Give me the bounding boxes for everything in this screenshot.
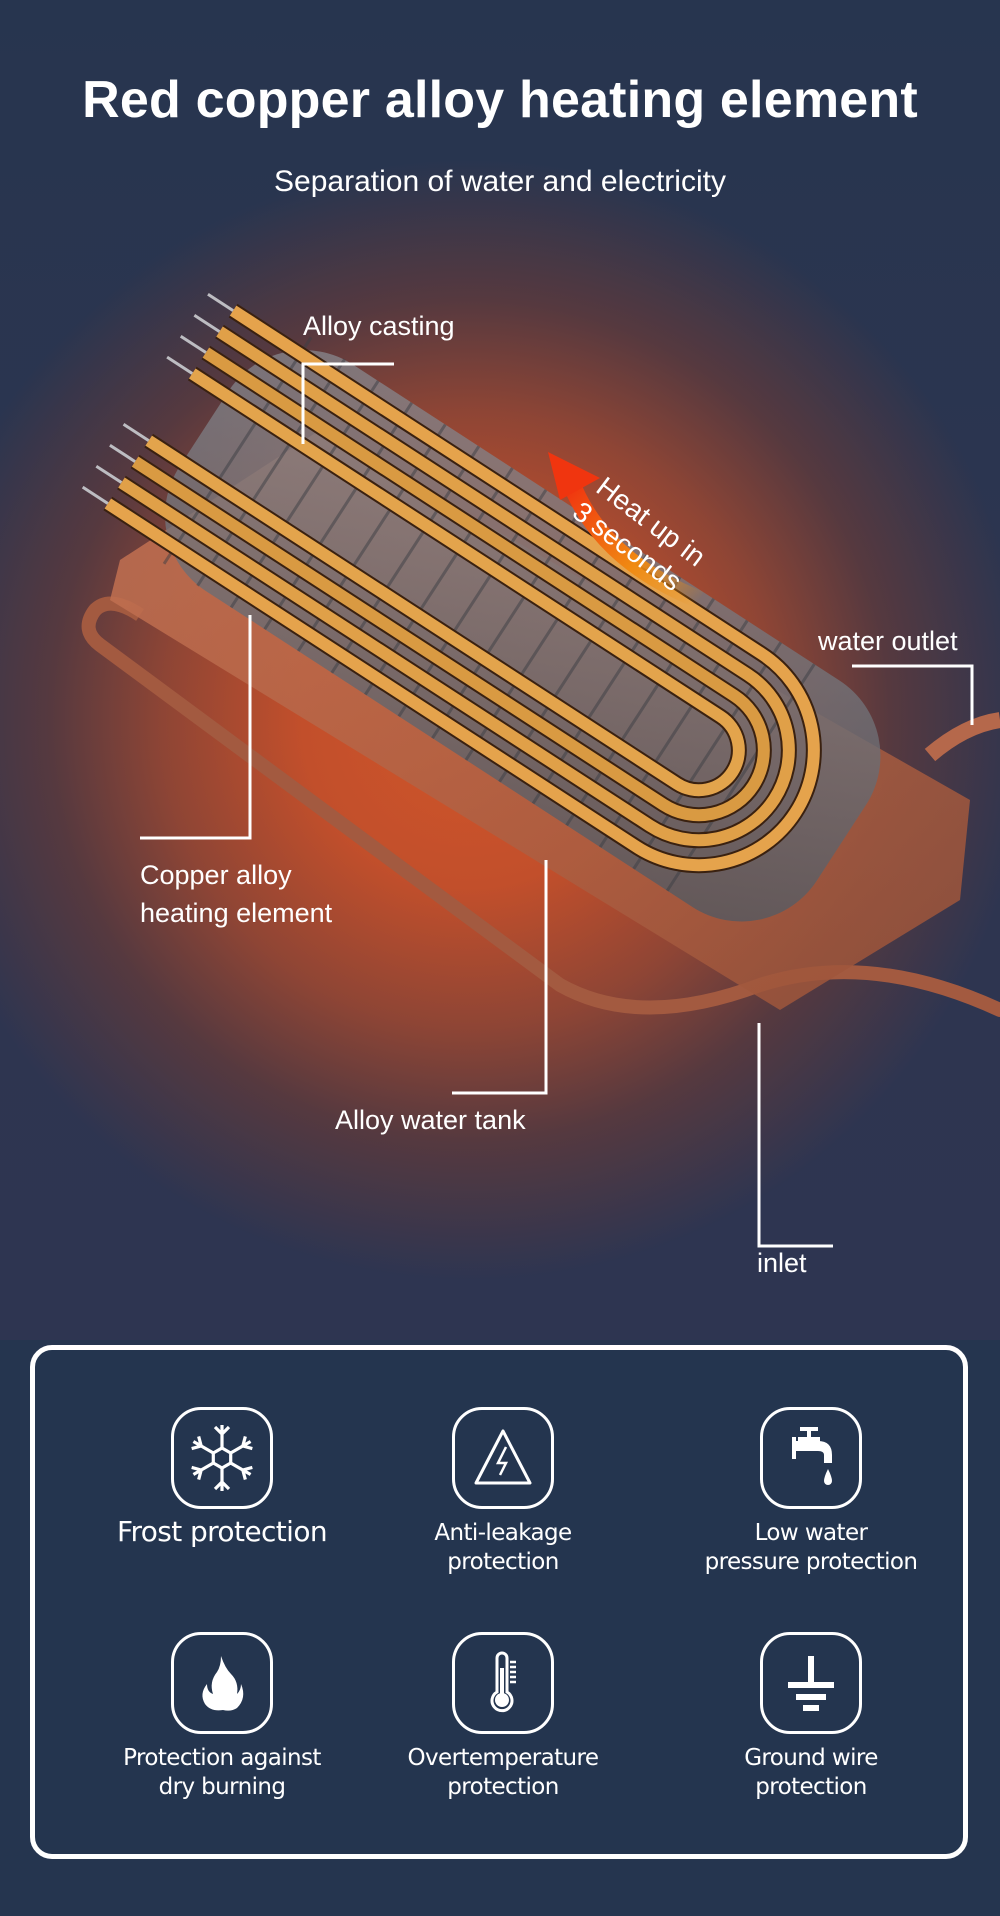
flame-icon — [171, 1632, 273, 1734]
page-subtitle: Separation of water and electricity — [274, 165, 726, 198]
callout-heating-element-line2: heating element — [140, 898, 333, 928]
callout-water-tank: Alloy water tank — [335, 1105, 526, 1135]
feature-ground-wire: Ground wire protection — [661, 1632, 961, 1802]
features-panel: Frost protection Anti-leakage protection — [30, 1345, 968, 1859]
callout-heating-element-line1: Copper alloy — [140, 860, 292, 890]
callout-water-outlet: water outlet — [818, 626, 958, 656]
page-title: Red copper alloy heating element — [82, 71, 918, 129]
callout-heating-element: Copper alloy heating element — [140, 856, 332, 932]
callout-inlet: inlet — [757, 1248, 807, 1278]
feature-label: Frost protection — [117, 1515, 328, 1548]
feature-label: Overtemperature protection — [407, 1745, 600, 1800]
feature-anti-leakage: Anti-leakage protection — [353, 1407, 653, 1577]
ground-icon — [760, 1632, 862, 1734]
feature-overtemperature: Overtemperature protection — [353, 1632, 653, 1802]
water-tap-icon — [760, 1407, 862, 1509]
feature-label: Ground wire protection — [744, 1745, 878, 1800]
feature-label: Protection against dry burning — [123, 1745, 321, 1800]
electric-warning-icon — [452, 1407, 554, 1509]
feature-label: Low water pressure protection — [704, 1520, 918, 1575]
callout-alloy-casting: Alloy casting — [303, 311, 455, 341]
feature-frost-protection: Frost protection — [72, 1407, 372, 1546]
feature-label: Anti-leakage protection — [434, 1520, 572, 1575]
thermometer-icon — [452, 1632, 554, 1734]
heating-element-illustration — [81, 293, 1000, 1248]
feature-dry-burning: Protection against dry burning — [72, 1632, 372, 1802]
snowflake-icon — [171, 1407, 273, 1509]
feature-low-water-pressure: Low water pressure protection — [661, 1407, 961, 1577]
